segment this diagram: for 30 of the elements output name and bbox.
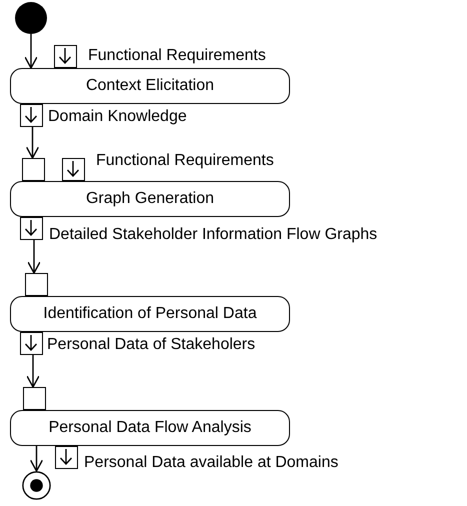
action-box [10,296,290,332]
pin-label: Detailed Stakeholder Information Flow Graphs [49,226,378,244]
pin [25,273,48,296]
action-box [10,68,290,104]
arrow [26,127,40,159]
pin [22,158,45,181]
action-box [10,410,290,446]
action-label: Identification of Personal Data [43,305,257,323]
action-label: Personal Data Flow Analysis [48,419,252,437]
pin-label: Domain Knowledge [48,108,187,126]
pin [20,104,43,127]
initial-node [15,2,47,34]
pin [20,217,43,240]
action-label: Context Elicitation [86,77,214,95]
pin [62,158,85,181]
pin-label: Functional Requirements [96,152,274,170]
pin-label: Functional Requirements [88,47,266,65]
pin-label: Personal Data available at Domains [84,454,338,472]
arrow [24,34,38,69]
pin [55,446,78,469]
action-box [10,181,290,217]
arrow [26,355,40,388]
action-label: Graph Generation [86,190,214,208]
pin-label: Personal Data of Stakeholers [47,336,256,354]
pin [20,332,43,355]
arrow [27,240,41,274]
arrow [30,446,44,472]
pin [23,387,46,410]
pin [54,45,77,68]
final-node [22,471,51,500]
